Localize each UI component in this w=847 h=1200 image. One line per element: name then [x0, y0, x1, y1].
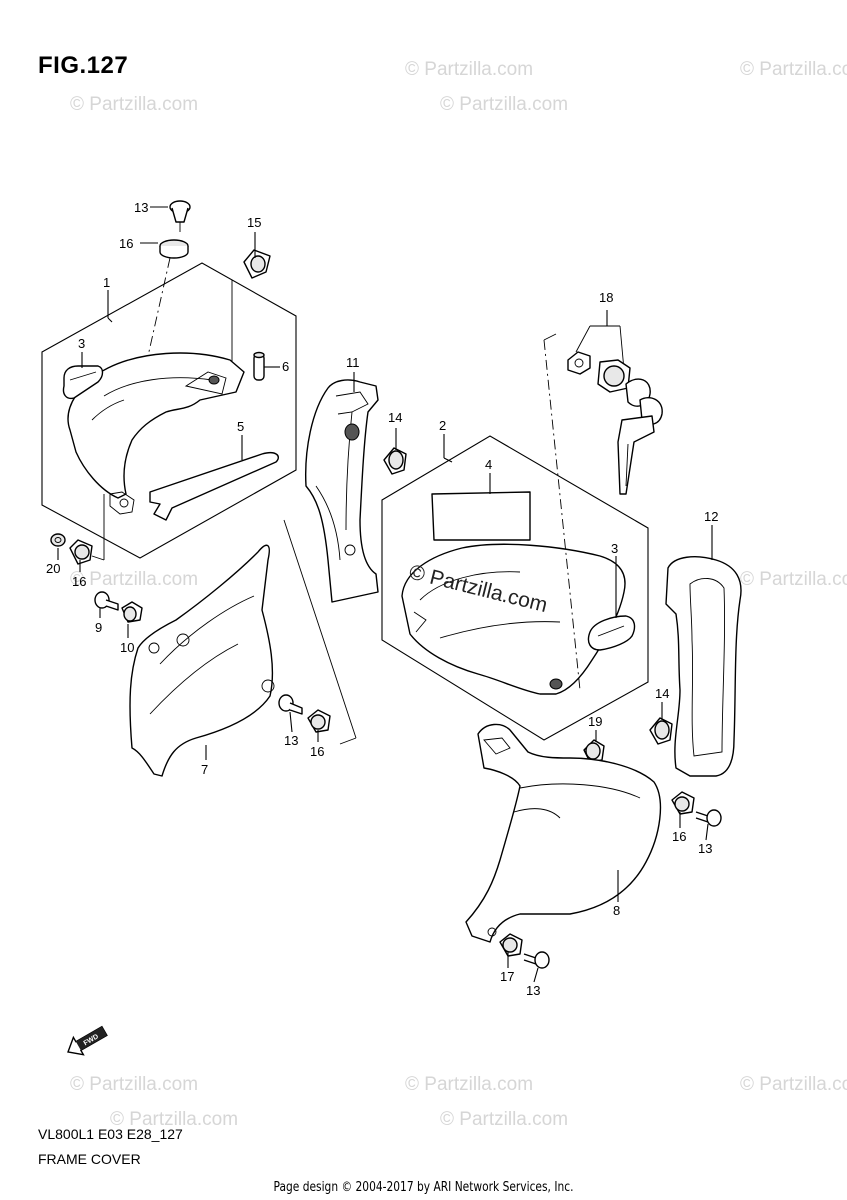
watermark: © Partzilla.com: [110, 1109, 238, 1130]
watermark: © Partzilla.com: [405, 59, 533, 80]
callout-16: 16: [310, 744, 324, 759]
bolt-9: [94, 591, 119, 611]
callout-7: 7: [201, 762, 208, 777]
callout-1: 1: [103, 275, 110, 290]
callout-5: 5: [237, 419, 244, 434]
callout-19: 19: [588, 714, 602, 729]
callout-2: 2: [439, 418, 446, 433]
figure-title: FIG.127: [38, 52, 129, 79]
bolt-13-mid: [278, 694, 303, 715]
bracket-12: [665, 556, 742, 777]
callout-3: 3: [611, 541, 618, 556]
grommet-14-mid: [383, 447, 407, 475]
grommet-16-mid: [307, 709, 331, 733]
grommet-16-left: [69, 539, 93, 565]
screw-13-top: [169, 200, 191, 232]
callout-16: 16: [72, 574, 86, 589]
model-code: VL800L1 E03 E28_127: [38, 1126, 183, 1142]
bolt-13-right: [695, 809, 722, 827]
callout-14: 14: [655, 686, 669, 701]
callout-13: 13: [698, 841, 712, 856]
watermark: © Partzilla.com: [440, 94, 568, 115]
emblem-3-right: [587, 615, 636, 651]
assembly-2-frame: [381, 435, 649, 741]
grommet-16-top: [159, 239, 189, 259]
callout-6: 6: [282, 359, 289, 374]
callout-15: 15: [247, 215, 261, 230]
watermark: © Partzilla.com: [740, 1074, 847, 1095]
assembly-1-frame: [41, 262, 297, 559]
watermark: © Partzilla.com: [70, 1074, 198, 1095]
label-4: [431, 491, 531, 541]
callout-14: 14: [388, 410, 402, 425]
frame-cover-8: [465, 723, 662, 943]
callout-13: 13: [134, 200, 148, 215]
collar-6: [253, 351, 265, 381]
bolt-13-bottom: [523, 951, 550, 969]
callout-10: 10: [120, 640, 134, 655]
watermark: © Partzilla.com: [440, 1109, 568, 1130]
callout-11: 11: [346, 355, 360, 370]
frame-cover-7: [129, 544, 274, 777]
emblem-3-left: [62, 365, 104, 400]
callout-8: 8: [613, 903, 620, 918]
nut-20: [50, 533, 66, 547]
grommet-15: [243, 249, 271, 279]
bracket-5: [149, 452, 279, 521]
callout-9: 9: [95, 620, 102, 635]
section-name: FRAME COVER: [38, 1151, 141, 1167]
grommet-14-right: [649, 717, 673, 745]
watermark: © Partzilla.com: [70, 569, 198, 590]
collar-10: [121, 601, 143, 623]
callout-16: 16: [119, 236, 133, 251]
watermark: © Partzilla.com: [70, 94, 198, 115]
callout-18: 18: [599, 290, 613, 305]
callout-13: 13: [284, 733, 298, 748]
page-credit: Page design © 2004-2017 by ARI Network S…: [273, 1180, 574, 1195]
callout-leaders: [57, 206, 713, 983]
watermarks: © Partzilla.com © Partzilla.com © Partzi…: [70, 59, 847, 1130]
callout-20: 20: [46, 561, 60, 576]
watermark: © Partzilla.com: [405, 1074, 533, 1095]
callout-3: 3: [78, 336, 85, 351]
forward-label: FWD: [83, 1033, 100, 1047]
watermark: © Partzilla.com: [740, 569, 847, 590]
callout-16: 16: [672, 829, 686, 844]
key-set-18: [567, 351, 663, 495]
forward-arrow-icon: FWD: [67, 1025, 108, 1056]
callout-4: 4: [485, 457, 492, 472]
grommet-16-right: [671, 791, 695, 815]
bracket-11: [305, 379, 379, 603]
watermark: © Partzilla.com: [740, 59, 847, 80]
callout-17: 17: [500, 969, 514, 984]
callout-12: 12: [704, 509, 718, 524]
callout-13: 13: [526, 983, 540, 998]
collar-17: [499, 933, 523, 957]
